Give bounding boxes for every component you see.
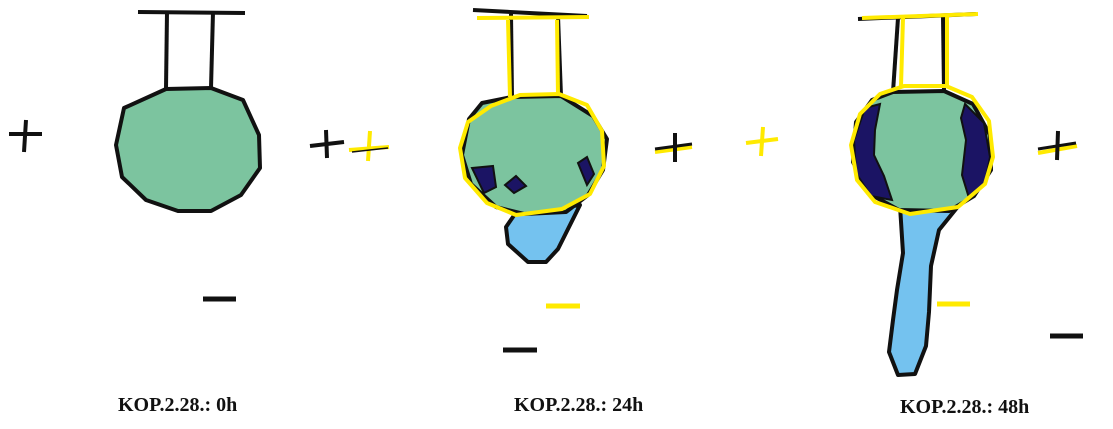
stalk-24h xyxy=(472,8,588,98)
stalk-48h xyxy=(857,12,977,93)
plus-sign-right-0h xyxy=(309,129,345,159)
cell-body-0h xyxy=(114,86,262,213)
stalk-0h xyxy=(137,10,246,90)
dark-region-24h-right xyxy=(576,155,596,188)
panel-48h xyxy=(745,12,1083,377)
plus-sign-left-24h xyxy=(348,130,390,162)
overlay-outline-24h xyxy=(458,15,606,217)
plus-sign-right-24h xyxy=(654,133,693,162)
caption-0h: KOP.2.28.: 0h xyxy=(118,394,238,416)
plus-sign-left-48h xyxy=(745,126,779,157)
dark-region-24h-left xyxy=(470,164,498,195)
extension-24h xyxy=(504,203,582,264)
dark-region-24h-center xyxy=(503,174,528,195)
panel-24h xyxy=(348,8,693,353)
caption-48h: KOP.2.28.: 48h xyxy=(900,396,1030,418)
extension-48h xyxy=(887,202,962,377)
plus-sign-right-48h xyxy=(1037,130,1078,161)
caption-24h: KOP.2.28.: 24h xyxy=(514,394,644,416)
panel-0h xyxy=(9,10,345,302)
overlay-outline-48h xyxy=(849,12,995,216)
plus-sign-left-0h xyxy=(9,119,42,153)
